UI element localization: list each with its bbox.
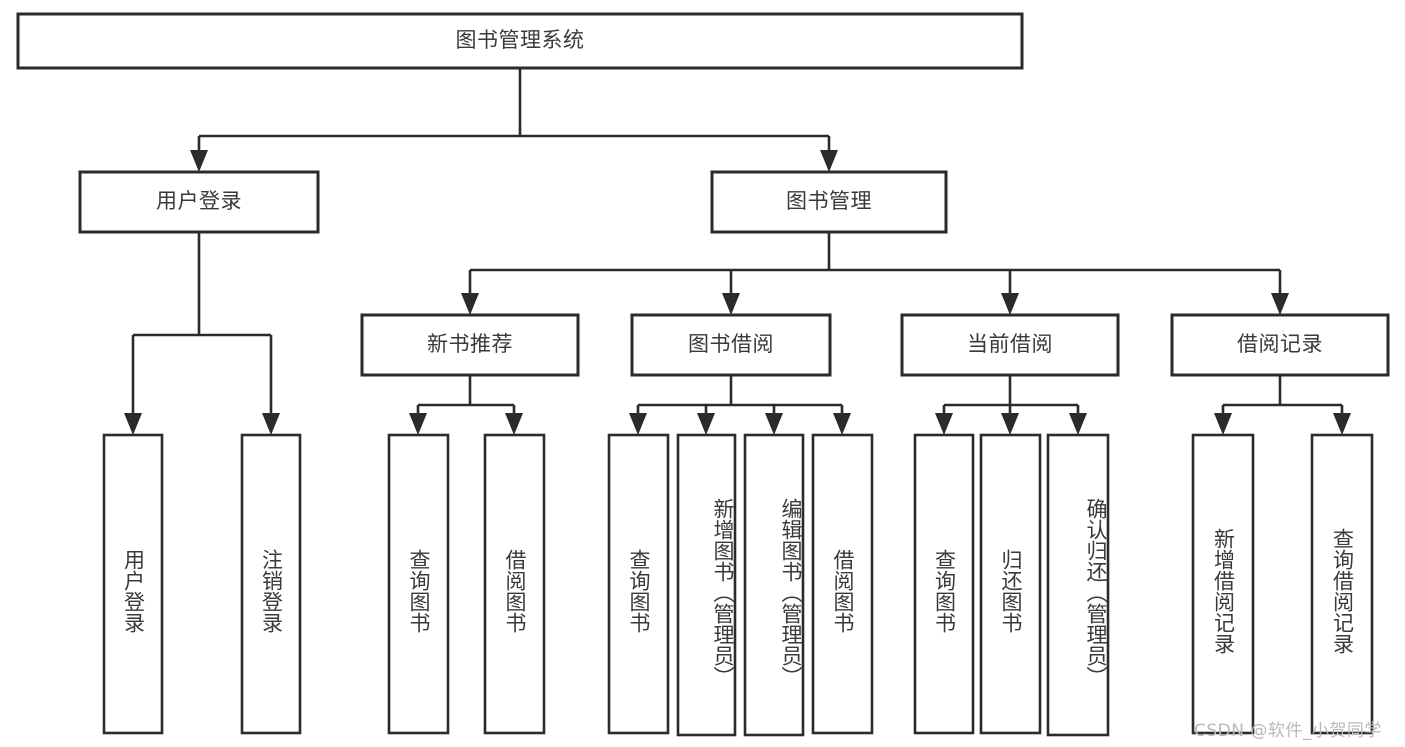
arrow-head-icon	[629, 413, 647, 435]
node-box-leaf-borrow-books-rec[interactable]	[483, 433, 546, 735]
arrow-head-icon	[722, 293, 740, 315]
arrow-head-icon	[505, 413, 523, 435]
arrow-head-icon	[1333, 413, 1351, 435]
node-box-borrow-record[interactable]	[1170, 313, 1390, 377]
node-box-leaf-query-borrow-record[interactable]	[1310, 433, 1374, 735]
node-box-book-management[interactable]	[710, 170, 948, 234]
node-box-leaf-add-borrow-record[interactable]	[1191, 433, 1255, 735]
node-box-leaf-query-books-rec[interactable]	[387, 433, 450, 735]
arrow-head-icon	[1001, 413, 1019, 435]
connectors-layer	[124, 68, 1351, 435]
node-box-leaf-edit-book-admin[interactable]	[743, 433, 805, 737]
node-box-leaf-logout[interactable]	[240, 433, 302, 735]
arrow-head-icon	[262, 413, 280, 435]
node-box-root[interactable]	[16, 12, 1024, 70]
arrow-head-icon	[1214, 413, 1232, 435]
arrow-head-icon	[124, 413, 142, 435]
node-box-user-login[interactable]	[78, 170, 320, 234]
arrow-head-icon	[1001, 293, 1019, 315]
arrow-head-icon	[765, 413, 783, 435]
node-box-leaf-query-books-borrow[interactable]	[607, 433, 670, 735]
arrow-head-icon	[820, 150, 838, 172]
node-box-leaf-user-login[interactable]	[102, 433, 164, 735]
node-box-leaf-borrow-books[interactable]	[811, 433, 874, 735]
arrow-head-icon	[697, 413, 715, 435]
arrow-head-icon	[1271, 293, 1289, 315]
node-box-leaf-confirm-return-admin[interactable]	[1046, 433, 1110, 737]
arrow-head-icon	[409, 413, 427, 435]
arrow-head-icon	[935, 413, 953, 435]
node-box-new-book-recommend[interactable]	[360, 313, 580, 377]
node-box-leaf-return-books[interactable]	[979, 433, 1042, 735]
node-box-leaf-add-book-admin[interactable]	[676, 433, 737, 737]
arrow-head-icon	[833, 413, 851, 435]
node-box-book-borrow[interactable]	[630, 313, 832, 377]
arrow-head-icon	[190, 150, 208, 172]
arrow-head-icon	[1069, 413, 1087, 435]
boxes-layer	[16, 12, 1390, 737]
node-box-leaf-query-books-current[interactable]	[913, 433, 975, 735]
arrow-head-icon	[461, 293, 479, 315]
node-box-current-borrow[interactable]	[900, 313, 1120, 377]
